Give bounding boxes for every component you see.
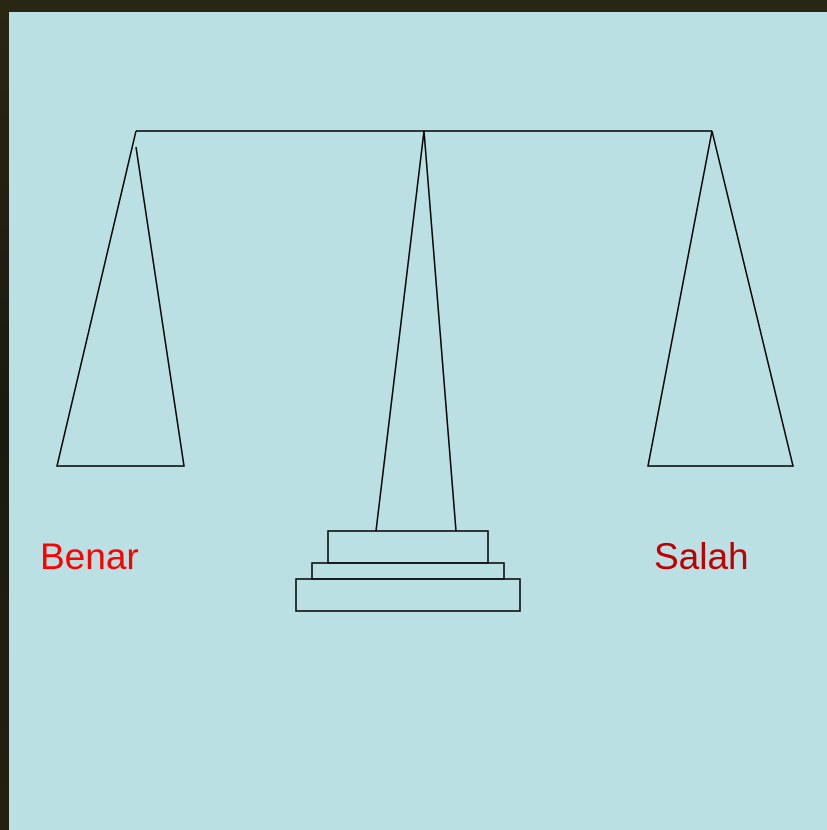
label-salah: Salah [654,538,749,575]
base-step-top [328,531,488,563]
right-pan [648,131,793,466]
base-step-bottom [296,579,520,611]
slide-panel: Benar Salah [9,12,827,830]
left-pan [57,131,184,466]
base-step-middle [312,563,504,579]
label-benar: Benar [40,538,139,575]
balance-scale-diagram [9,12,827,830]
scale-pillar [376,131,456,531]
